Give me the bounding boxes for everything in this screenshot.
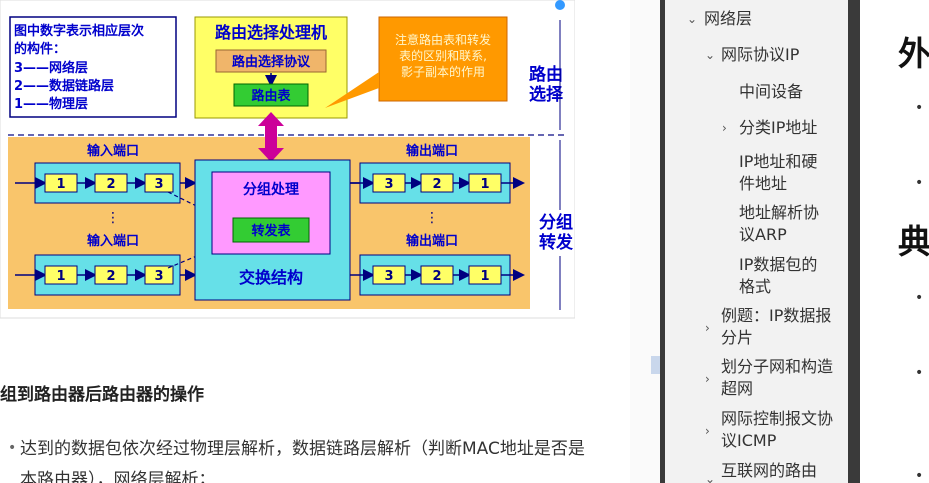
chevron-right-icon[interactable]: ›	[705, 321, 710, 335]
legend-box	[9, 16, 177, 118]
sidebar-item-arp[interactable]: 地址解析协议ARP	[739, 203, 820, 244]
nav-border	[848, 0, 860, 483]
routing-protocol-label: 路由选择协议	[232, 54, 311, 70]
legend-line-0: 图中数字表示相应层次	[14, 23, 144, 39]
sidebar-item-ip-datagram-format[interactable]: IP数据包的格式	[739, 255, 818, 296]
outline-heading-1: 外	[898, 34, 929, 73]
router-architecture-diagram: 图中数字表示相应层次 的构件： 3——网络层 2——数据链路层 1——物理层 路…	[0, 0, 575, 330]
forwarding-table-label: 转发表	[251, 223, 291, 239]
bullet-icon: •	[8, 440, 17, 456]
routing-protocol-box	[215, 49, 327, 73]
chevron-down-icon[interactable]: ⌄	[705, 48, 716, 62]
list-item-text: 达到的数据包依次经过物理层解析，数据链路层解析（判断MAC地址是否是本路由器），…	[20, 439, 585, 483]
note-line-1: 表的区别和联系,	[399, 48, 487, 63]
list-item: • 达到的数据包依次经过物理层解析，数据链路层解析（判断MAC地址是否是本路由器…	[8, 434, 598, 483]
routing-label-1: 选择	[529, 84, 564, 105]
packet-processing-label: 分组处理	[243, 181, 299, 198]
section-heading: 组到路由器后路由器的操作	[0, 385, 204, 405]
svg-text:1: 1	[56, 269, 65, 284]
sidebar-item-icmp[interactable]: 网际控制报文协议ICMP	[721, 409, 834, 450]
forwarding-label-0: 分组	[539, 212, 573, 233]
legend-line-4: 1——物理层	[14, 96, 88, 112]
svg-text:2: 2	[432, 177, 441, 192]
svg-text:2: 2	[106, 177, 115, 192]
chevron-right-icon[interactable]: ›	[722, 121, 727, 135]
chevron-right-icon[interactable]: ›	[705, 424, 710, 438]
routing-label-0: 路由	[529, 64, 563, 85]
article-content: 图中数字表示相应层次 的构件： 3——网络层 2——数据链路层 1——物理层 路…	[0, 0, 598, 483]
bullet-icon: •	[915, 468, 924, 483]
input-port-label-bottom: 输入端口	[87, 233, 139, 249]
note-line-0: 注意路由表和转发	[395, 32, 491, 47]
svg-text:1: 1	[480, 177, 489, 192]
routing-table-box	[233, 83, 309, 107]
output-port-label-top: 输出端口	[406, 143, 458, 159]
bullet-icon: •	[915, 365, 924, 381]
svg-text:3: 3	[384, 177, 393, 192]
legend-line-3: 2——数据链路层	[14, 78, 114, 94]
bullet-icon: •	[915, 290, 924, 306]
chevron-down-icon[interactable]: ⌄	[705, 472, 716, 483]
outline-heading-2: 典	[898, 222, 929, 261]
svg-text:3: 3	[384, 269, 393, 284]
sidebar-item-ip-and-hw-address[interactable]: IP地址和硬件地址	[739, 152, 818, 193]
legend-line-2: 3——网络层	[14, 60, 88, 76]
output-ellipsis: ⋮	[425, 210, 439, 226]
forwarding-table-box	[232, 217, 310, 243]
update-arrow	[258, 112, 284, 162]
svg-text:2: 2	[432, 269, 441, 284]
input-ellipsis: ⋮	[106, 210, 120, 226]
legend-line-1: 的构件：	[14, 41, 66, 57]
svg-text:2: 2	[106, 269, 115, 284]
nav-border	[660, 0, 665, 483]
bullet-icon: •	[915, 175, 924, 191]
sidebar-item-subnetting[interactable]: 划分子网和构造超网	[721, 357, 834, 398]
svg-text:3: 3	[154, 269, 163, 284]
note-line-2: 影子副本的作用	[401, 64, 485, 79]
outline-sidebar: ⌄ 网络层 ⌄ 网际协议IP 中间设备 › 分类IP地址 IP地址和硬件地址 地…	[665, 0, 848, 483]
chevron-right-icon[interactable]: ›	[705, 372, 710, 386]
gutter-marker	[651, 356, 660, 374]
chevron-down-icon[interactable]: ⌄	[687, 12, 698, 26]
sidebar-item-ip[interactable]: 网际协议IP	[721, 45, 800, 64]
output-port-label-bottom: 输出端口	[406, 233, 458, 249]
input-port-label-top: 输入端口	[87, 143, 139, 159]
routing-table-label: 路由表	[251, 88, 291, 104]
outline-preview: 外 • • 典 • • •	[860, 0, 929, 483]
switch-fabric-label: 交换结构	[239, 268, 303, 287]
svg-text:1: 1	[480, 269, 489, 284]
sidebar-item-ip-fragmentation[interactable]: 例题：IP数据报分片	[721, 306, 832, 347]
sidebar-item-internet-routing[interactable]: 互联网的路由	[721, 461, 818, 480]
bullet-icon: •	[915, 100, 924, 116]
split-gutter[interactable]	[630, 0, 660, 483]
svg-text:1: 1	[56, 177, 65, 192]
note-box	[378, 16, 508, 102]
sidebar-item-classful-ip[interactable]: 分类IP地址	[739, 118, 818, 137]
sidebar-item-intermediate-devices[interactable]: 中间设备	[739, 82, 804, 101]
sidebar-item-network-layer[interactable]: 网络层	[704, 9, 753, 28]
routing-processor-title: 路由选择处理机	[215, 23, 327, 42]
forwarding-label-1: 转发	[539, 232, 574, 253]
svg-text:3: 3	[154, 177, 163, 192]
